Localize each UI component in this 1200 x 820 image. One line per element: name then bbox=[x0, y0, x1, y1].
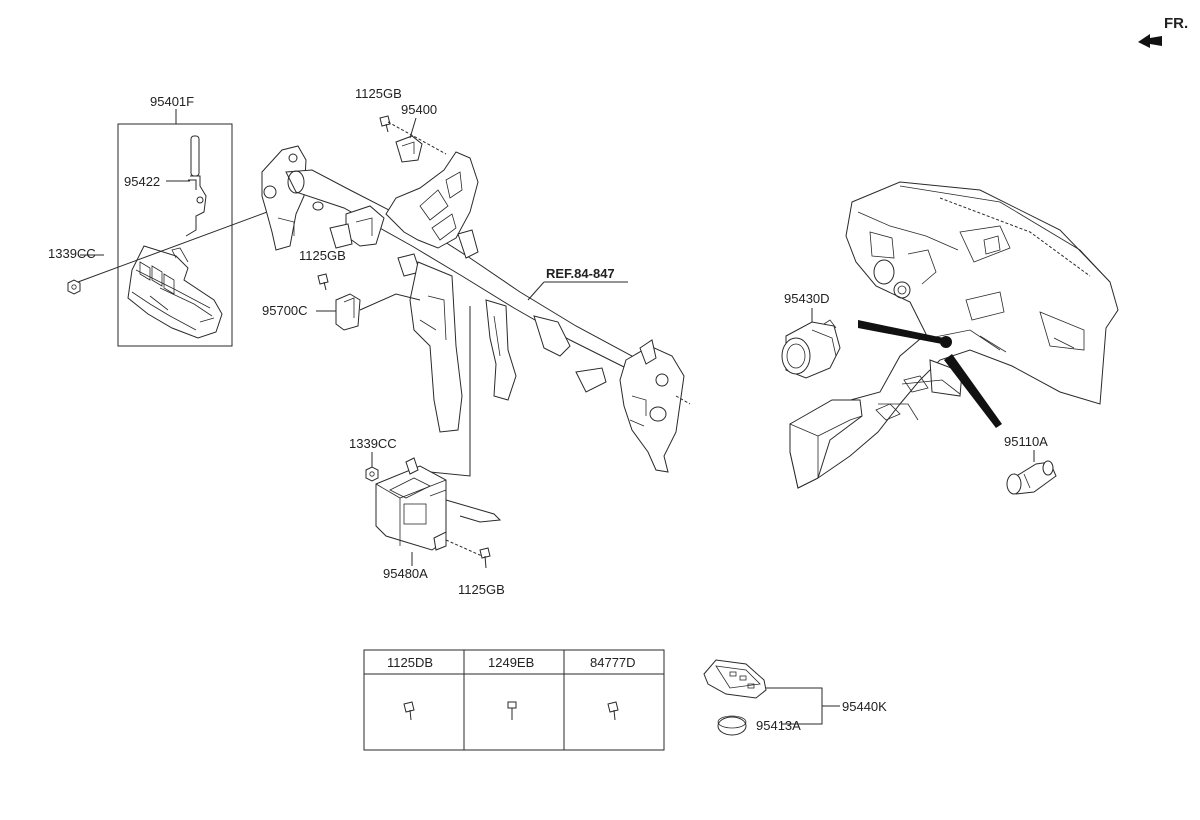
screw-icon bbox=[507, 701, 517, 720]
part-label-95413A: 95413A bbox=[756, 718, 801, 733]
table-header-1: 1125DB bbox=[387, 655, 433, 670]
part-label-95401F: 95401F bbox=[150, 94, 194, 109]
front-label: FR. bbox=[1164, 15, 1188, 32]
table-header-3: 84777D bbox=[590, 655, 636, 670]
part-label-1339CC-left: 1339CC bbox=[48, 246, 96, 261]
coin-battery-icon bbox=[717, 715, 747, 736]
part-label-95400: 95400 bbox=[401, 102, 437, 117]
start-stop-switch-group: 95430D bbox=[781, 291, 944, 379]
reference-label: REF.84-847 bbox=[546, 266, 615, 281]
part-label-95440K: 95440K bbox=[842, 699, 887, 714]
switch-leader-wedge bbox=[858, 320, 944, 344]
part-label-95422: 95422 bbox=[124, 174, 160, 189]
bolt-icon bbox=[379, 115, 391, 133]
part-label-95480A: 95480A bbox=[383, 566, 428, 581]
cowl-crossbar-assembly bbox=[261, 145, 691, 473]
power-outlet-group: 95110A bbox=[940, 336, 1057, 495]
bolt-icon bbox=[479, 547, 491, 569]
screw-icon bbox=[403, 701, 415, 721]
start-stop-switch bbox=[781, 319, 841, 379]
antenna-rod bbox=[185, 135, 207, 237]
part-label-1339CC-mid: 1339CC bbox=[349, 436, 397, 451]
smart-key-module-group: 1339CC 95480A 1125GB bbox=[349, 306, 505, 597]
antenna-assembly-group: 95401F 95422 1339CC bbox=[48, 94, 279, 347]
antenna-module bbox=[127, 245, 223, 339]
front-direction-indicator: FR. bbox=[1138, 15, 1188, 48]
part-label-1125GB-top: 1125GB bbox=[355, 86, 402, 101]
nut-icon bbox=[365, 466, 379, 482]
top-bolt-and-bracket: 1125GB 95400 bbox=[355, 86, 447, 163]
bracket-95400 bbox=[395, 135, 423, 163]
table-header-2: 1249EB bbox=[488, 655, 534, 670]
part-label-1125GB-mid: 1125GB bbox=[299, 248, 346, 263]
fastener-table: 1125DB 1249EB 84777D bbox=[363, 649, 665, 751]
smart-key-fob-group: 95440K 95413A bbox=[703, 659, 887, 736]
part-label-95430D: 95430D bbox=[784, 291, 830, 306]
mid-bolt-and-sensor: 1125GB 95700C bbox=[262, 248, 421, 331]
sensor-95700C bbox=[335, 293, 361, 331]
screw-icon bbox=[607, 701, 619, 721]
front-arrow-icon bbox=[1138, 34, 1162, 48]
antenna-assembly-box bbox=[117, 123, 233, 347]
power-outlet bbox=[1006, 460, 1057, 495]
smart-key-module bbox=[375, 457, 502, 551]
dashboard-illustration bbox=[789, 181, 1119, 489]
nut-icon bbox=[67, 279, 81, 295]
outlet-leader-wedge bbox=[944, 354, 1002, 428]
reference-callout: REF.84-847 bbox=[527, 266, 628, 301]
part-label-95110A: 95110A bbox=[1004, 434, 1048, 449]
part-label-1125GB-bottom: 1125GB bbox=[458, 582, 505, 597]
part-label-95700C: 95700C bbox=[262, 303, 308, 318]
smart-key-fob bbox=[703, 659, 767, 699]
bolt-icon bbox=[317, 273, 329, 291]
